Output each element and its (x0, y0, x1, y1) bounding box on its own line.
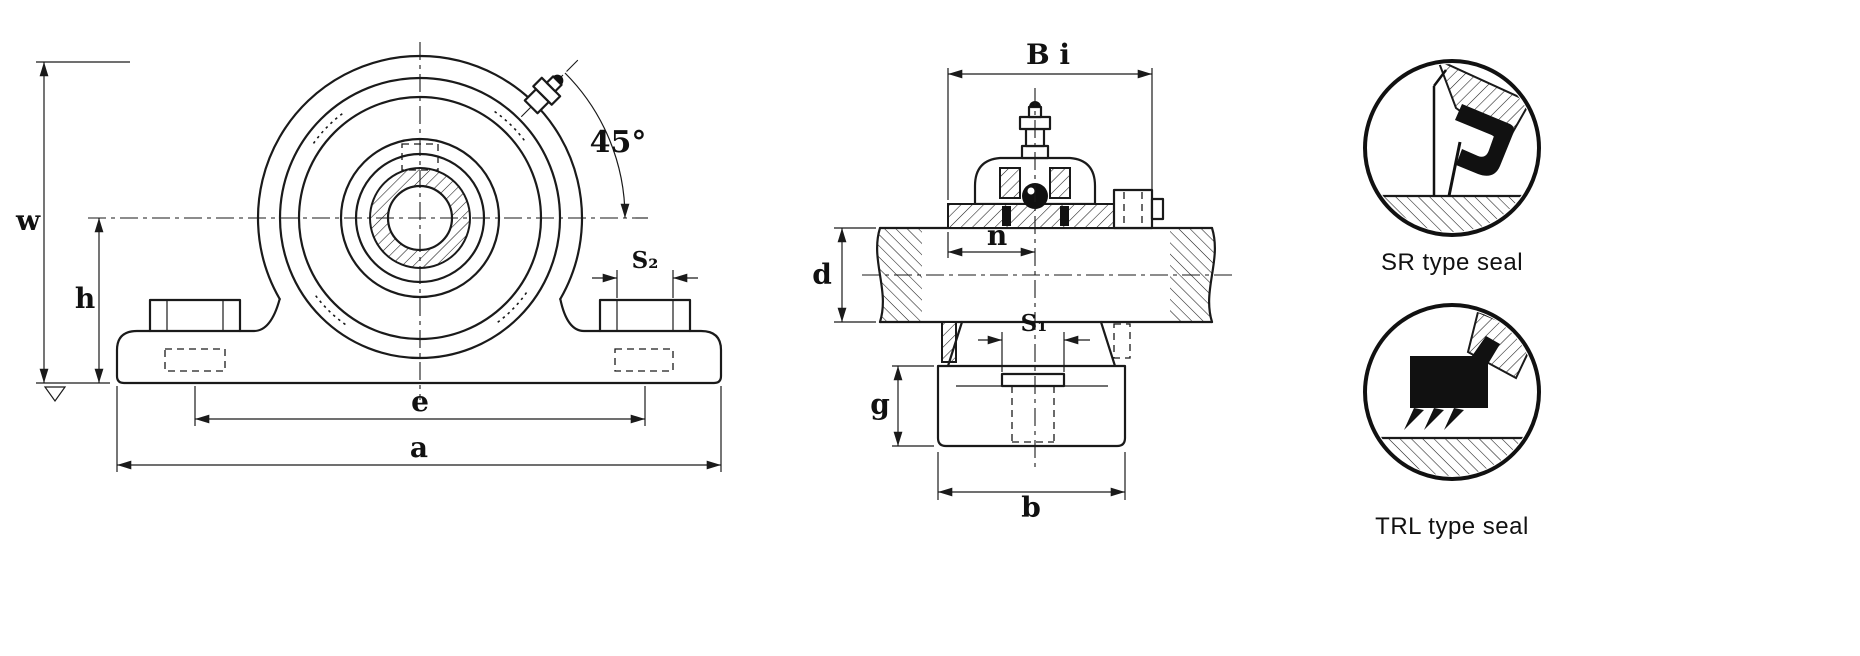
dim-label-angle: 45° (590, 125, 647, 160)
lower-ring-strip (941, 321, 957, 363)
right-foot-spotface (598, 298, 692, 333)
grease-fitting (520, 59, 579, 118)
seal-section-right (1060, 206, 1069, 226)
dimension-g: g (870, 365, 934, 447)
set-screw (1112, 188, 1165, 230)
dim-label-e: e (411, 385, 429, 418)
ball-highlight (1027, 187, 1035, 195)
dimension-s2: S₂ (592, 247, 698, 298)
seal-detail-trl: TRL type seal (1363, 303, 1541, 540)
ring-section-left (999, 167, 1021, 199)
pedestal-slants (946, 320, 1117, 368)
seal-caption-trl: TRL type seal (1375, 513, 1529, 540)
dim-label-a: a (410, 431, 428, 464)
dim-label-bi: B i (1026, 38, 1070, 71)
dimension-a: a (116, 386, 722, 472)
dimension-n: n (947, 219, 1035, 258)
bolt-slot-boss (1000, 372, 1066, 388)
datum-triangle (43, 386, 67, 403)
dimension-w: w (15, 61, 130, 403)
dim-label-d: d (812, 258, 832, 291)
dimension-bi: B i (947, 38, 1153, 200)
seal-detail-sr: SR type seal (1363, 59, 1541, 276)
right-bolt-slot-hidden (614, 348, 674, 372)
side-view: B i n d S₁ g (812, 38, 1235, 524)
fitting-ball (553, 74, 564, 85)
left-bolt-slot-hidden (164, 348, 226, 372)
shaft-break-line-right (1208, 226, 1216, 324)
seal-caption-sr: SR type seal (1381, 249, 1523, 276)
bolt-hole-hidden (1011, 386, 1055, 443)
base-outline (115, 297, 723, 385)
spherical-seat-arc (494, 292, 528, 326)
angle-leader-arc (564, 72, 630, 219)
right-foot-slot-edges (616, 300, 674, 331)
spherical-seat-arc (312, 292, 346, 326)
dim-label-h: h (75, 282, 95, 315)
ring-section-right (1049, 167, 1071, 199)
spherical-seat-arc (312, 110, 346, 144)
dimension-s1: S₁ (978, 310, 1090, 372)
dim-label-w: w (15, 204, 41, 237)
dimension-e: e (194, 385, 646, 426)
spherical-seat-arc (494, 110, 528, 144)
dimension-h: h (75, 218, 104, 383)
dim-label-s2: S₂ (632, 247, 659, 274)
dimension-b: b (937, 452, 1126, 524)
seal-section-left (1002, 206, 1011, 226)
dim-label-g: g (870, 388, 890, 421)
dim-label-b: b (1021, 491, 1041, 524)
left-foot-spotface (148, 298, 242, 333)
dimension-d: d (812, 227, 876, 323)
dim-label-s1: S₁ (1021, 310, 1048, 337)
left-foot-slot-edges (166, 300, 224, 331)
front-view: 45° w h e a (15, 42, 723, 472)
dim-label-n: n (987, 219, 1007, 252)
